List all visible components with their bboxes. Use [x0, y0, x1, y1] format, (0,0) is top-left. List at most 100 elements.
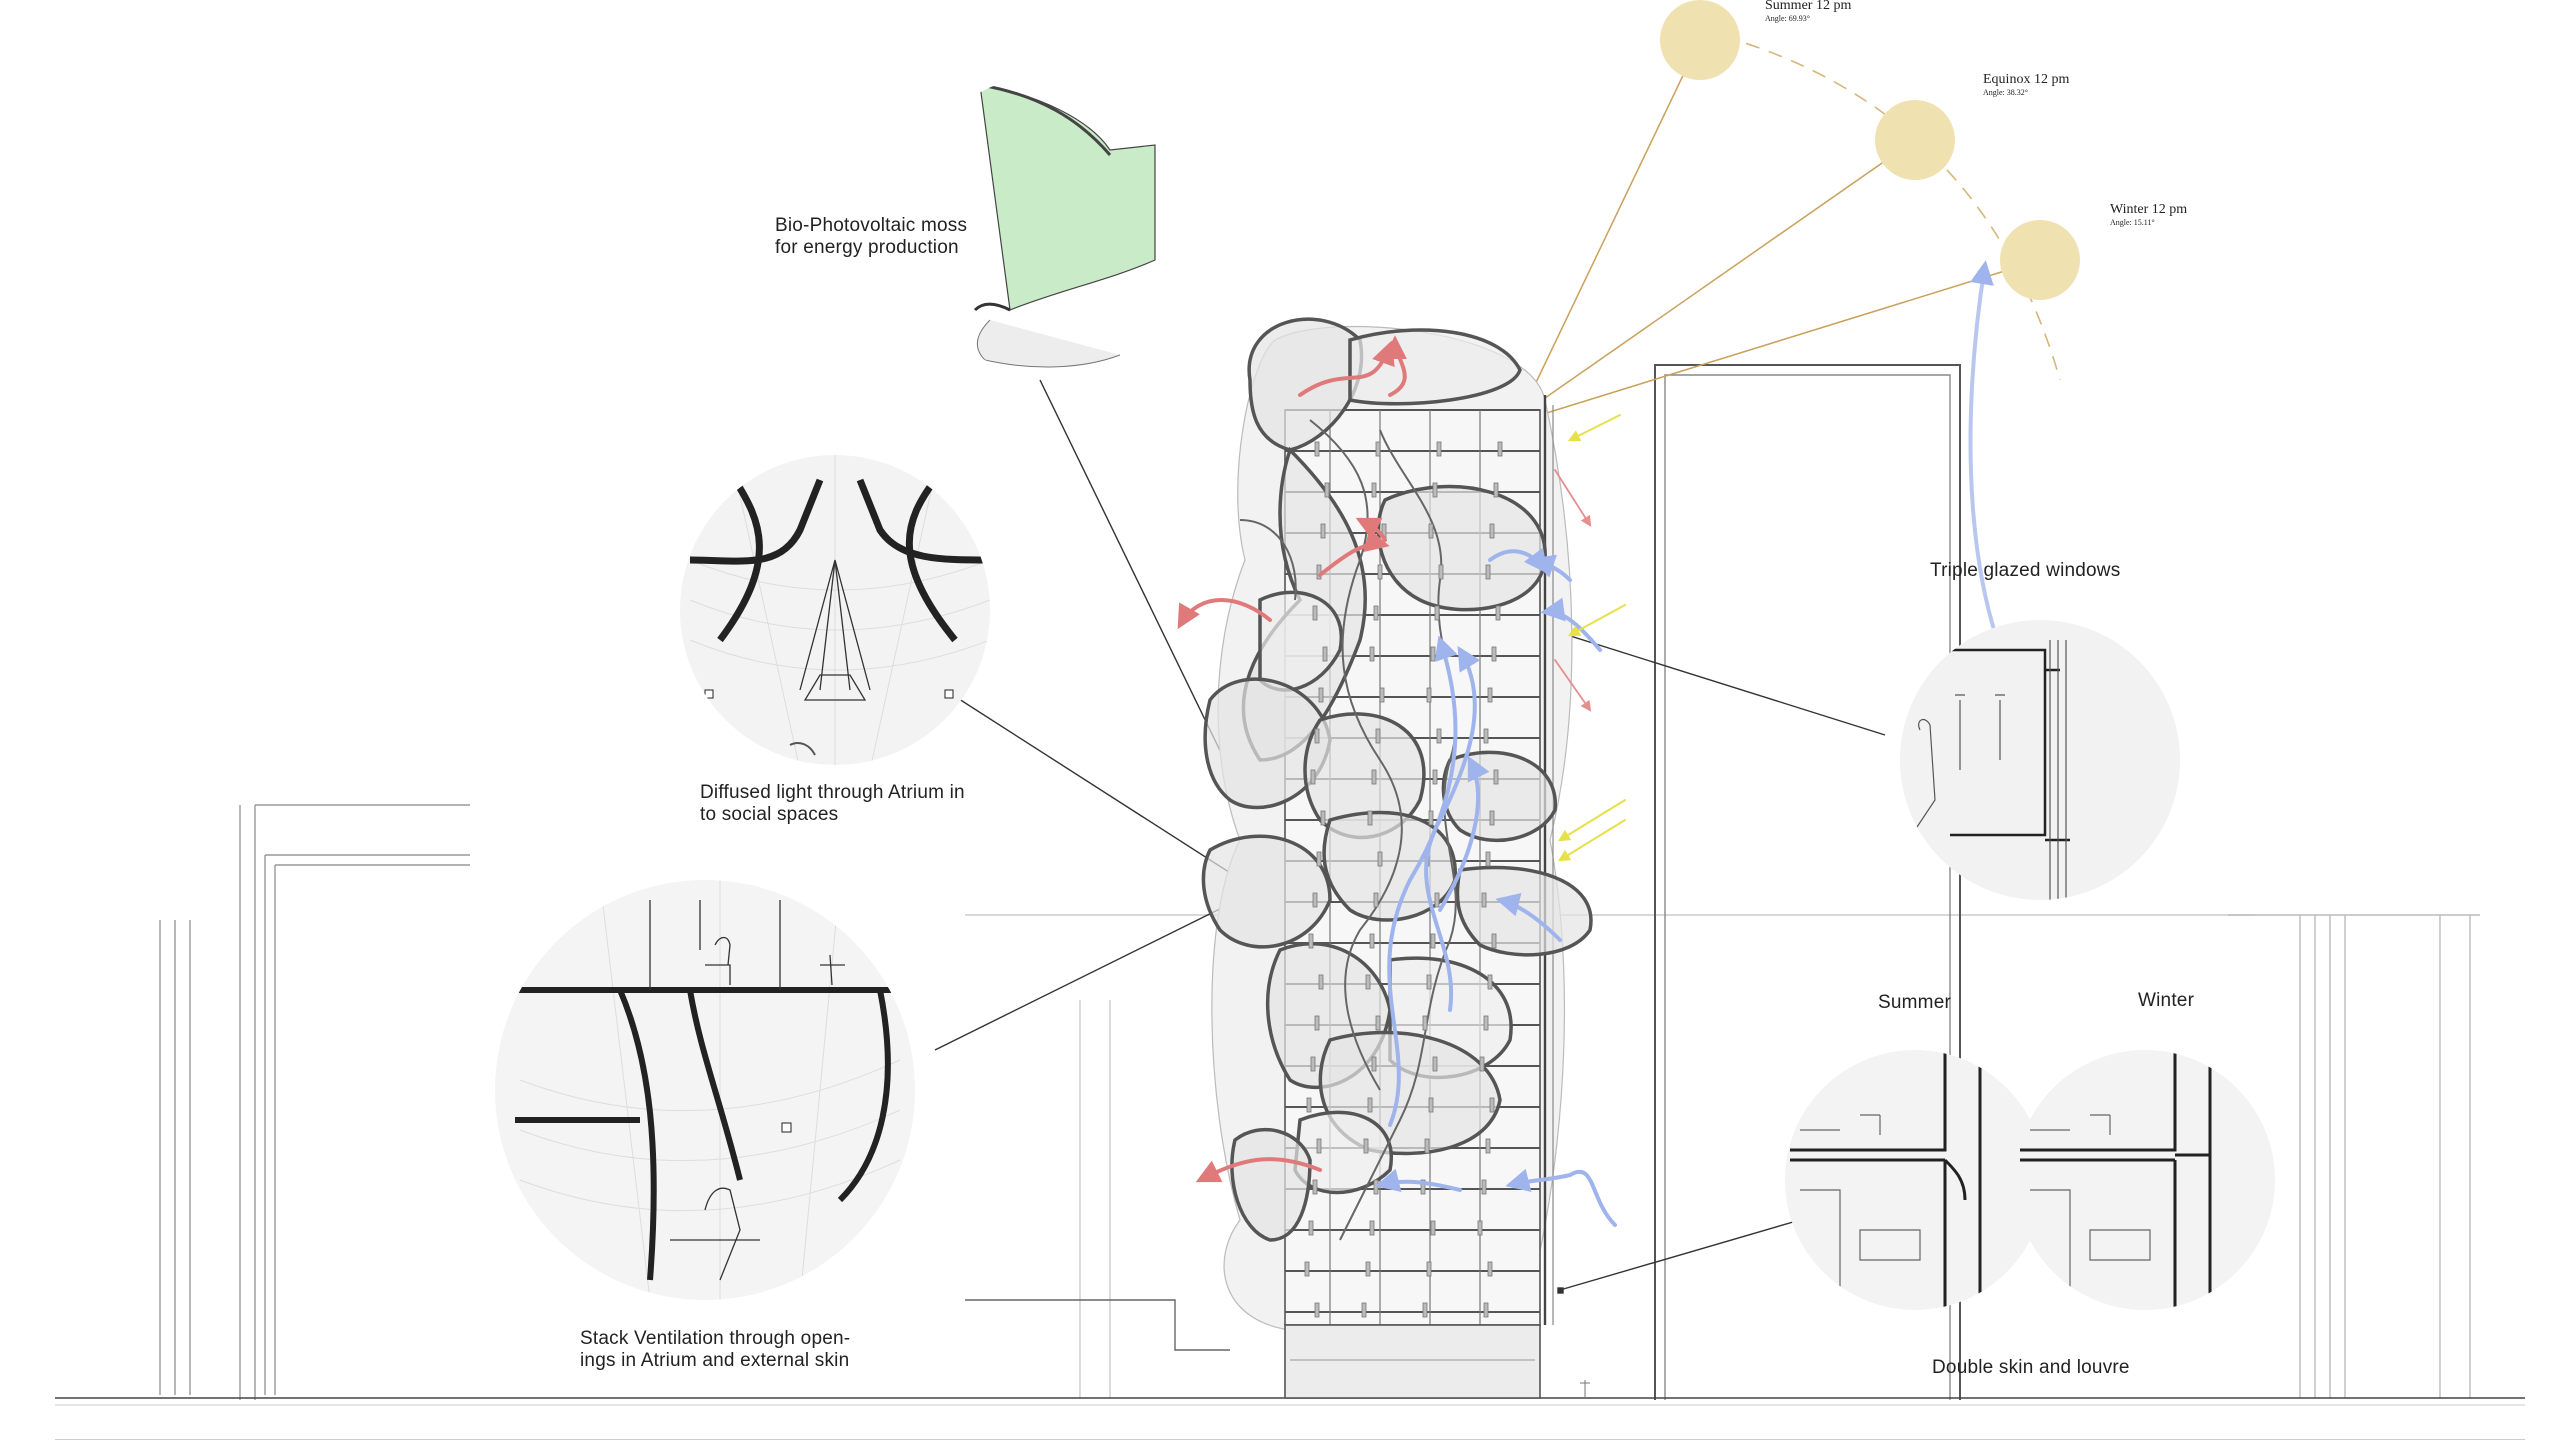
occupant-figure	[1489, 810, 1495, 826]
occupant-figure	[1426, 1261, 1432, 1277]
occupant-figure	[1361, 1302, 1367, 1318]
atrium-light-detail-circle	[680, 455, 990, 765]
occupant-figure	[1430, 1220, 1436, 1236]
occupant-figure	[1491, 933, 1497, 949]
occupant-figure	[1477, 1220, 1483, 1236]
occupant-figure	[1324, 482, 1330, 498]
moss-detail-circle	[900, 75, 1200, 375]
occupant-figure	[1483, 1015, 1489, 1031]
summer-sun-label: Summer 12 pm Angle: 69.93°	[1765, 0, 1851, 24]
occupant-figure	[1367, 810, 1373, 826]
atrium-light-annotation-line-2: to social spaces	[700, 804, 839, 825]
occupant-figure	[1430, 646, 1436, 662]
occupant-figure	[1428, 810, 1434, 826]
occupant-figure	[1375, 1015, 1381, 1031]
occupant-figure	[1371, 1056, 1377, 1072]
occupant-figure	[1481, 892, 1487, 908]
occupant-figure	[1371, 769, 1377, 785]
double-skin-annotation: Double skin and louvre	[1932, 1357, 2130, 1378]
equinox-sun-title: Equinox 12 pm	[1983, 72, 2070, 87]
equinox-sun-ray	[1534, 139, 1916, 406]
occupant-figure	[1308, 933, 1314, 949]
triple-glazed-annotation: Triple glazed windows	[1930, 560, 2121, 581]
occupant-figure	[1436, 441, 1442, 457]
occupant-figure	[1426, 974, 1432, 990]
occupant-figure	[1375, 441, 1381, 457]
occupant-figure	[1485, 564, 1491, 580]
occupant-figure	[1363, 1138, 1369, 1154]
occupant-figure	[1369, 1220, 1375, 1236]
occupant-figure	[1312, 1179, 1318, 1195]
occupant-figure	[1318, 687, 1324, 703]
occupant-figure	[1373, 892, 1379, 908]
winter-sun-title: Winter 12 pm	[2110, 202, 2188, 217]
equinox-sun-angle: Angle: 38.32°	[1983, 88, 2028, 97]
occupant-figure	[1495, 605, 1501, 621]
occupant-figure	[1322, 646, 1328, 662]
occupant-figure	[1310, 769, 1316, 785]
occupant-figure	[1369, 933, 1375, 949]
winter-sun-ray	[1539, 259, 2041, 416]
occupant-figure	[1485, 851, 1491, 867]
occupant-figure	[1314, 1302, 1320, 1318]
winter-label: Winter	[2138, 990, 2195, 1011]
occupant-figure	[1318, 974, 1324, 990]
stack-ventilation-annotation: Stack Ventilation through open- ings in …	[580, 1328, 850, 1372]
winter-sun-label: Winter 12 pm Angle: 15.11°	[2110, 202, 2187, 228]
occupant-figure	[1434, 605, 1440, 621]
moss-annotation-line-2: for energy production	[775, 237, 959, 258]
summer-sun-angle: Angle: 69.93°	[1765, 14, 1810, 23]
occupant-figure	[1377, 564, 1383, 580]
occupant-figure	[1365, 1261, 1371, 1277]
summer-sun-icon	[1660, 0, 1740, 80]
occupant-figure	[1487, 1261, 1493, 1277]
summer-label: Summer	[1878, 992, 1951, 1013]
summer-sun-title: Summer 12 pm	[1765, 0, 1852, 13]
occupant-figure	[1436, 728, 1442, 744]
occupant-figure	[1316, 1138, 1322, 1154]
atrium-light-annotation: Diffused light through Atrium in to soci…	[700, 782, 965, 826]
occupant-figure	[1487, 687, 1493, 703]
occupant-figure	[1365, 974, 1371, 990]
occupant-figure	[1430, 933, 1436, 949]
occupant-figure	[1314, 1015, 1320, 1031]
occupant-figure	[1304, 1261, 1310, 1277]
stack-ventilation-annotation-line-1: Stack Ventilation through open-	[580, 1328, 851, 1349]
winter-sun-angle: Angle: 15.11°	[2110, 218, 2155, 227]
winter-sun-icon	[2000, 220, 2080, 300]
occupant-figure	[1320, 523, 1326, 539]
occupant-figure	[1308, 1220, 1314, 1236]
occupant-figure	[1483, 728, 1489, 744]
occupant-figure	[1432, 482, 1438, 498]
occupant-figure	[1491, 646, 1497, 662]
occupant-figure	[1497, 441, 1503, 457]
occupant-figure	[1316, 851, 1322, 867]
air-flow-arrows	[1177, 335, 1626, 1227]
triple-glazed-detail-circle	[1900, 620, 2180, 900]
occupant-figure	[1312, 605, 1318, 621]
occupant-figure	[1314, 728, 1320, 744]
occupant-figure	[1371, 482, 1377, 498]
occupant-figure	[1438, 564, 1444, 580]
stack-ventilation-annotation-line-2: ings in Atrium and external skin	[580, 1350, 850, 1371]
occupant-figure	[1493, 482, 1499, 498]
occupant-figure	[1428, 523, 1434, 539]
occupant-figure	[1424, 1138, 1430, 1154]
occupant-figure	[1373, 605, 1379, 621]
occupant-figure	[1373, 1179, 1379, 1195]
occupant-figure	[1375, 728, 1381, 744]
occupant-figure	[1432, 769, 1438, 785]
occupant-figure	[1377, 851, 1383, 867]
occupant-figure	[1422, 1302, 1428, 1318]
moss-annotation: Bio-Photovoltaic moss for energy product…	[775, 215, 967, 259]
occupant-figure	[1369, 646, 1375, 662]
occupant-figure	[1310, 1056, 1316, 1072]
occupant-figure	[1426, 687, 1432, 703]
winter-louvre-detail-circle	[2015, 1050, 2275, 1310]
occupant-figure	[1434, 892, 1440, 908]
equinox-sun-label: Equinox 12 pm Angle: 38.32°	[1983, 72, 2069, 98]
occupant-figure	[1489, 1097, 1495, 1113]
occupant-figure	[1485, 1138, 1491, 1154]
occupant-figure	[1428, 1097, 1434, 1113]
